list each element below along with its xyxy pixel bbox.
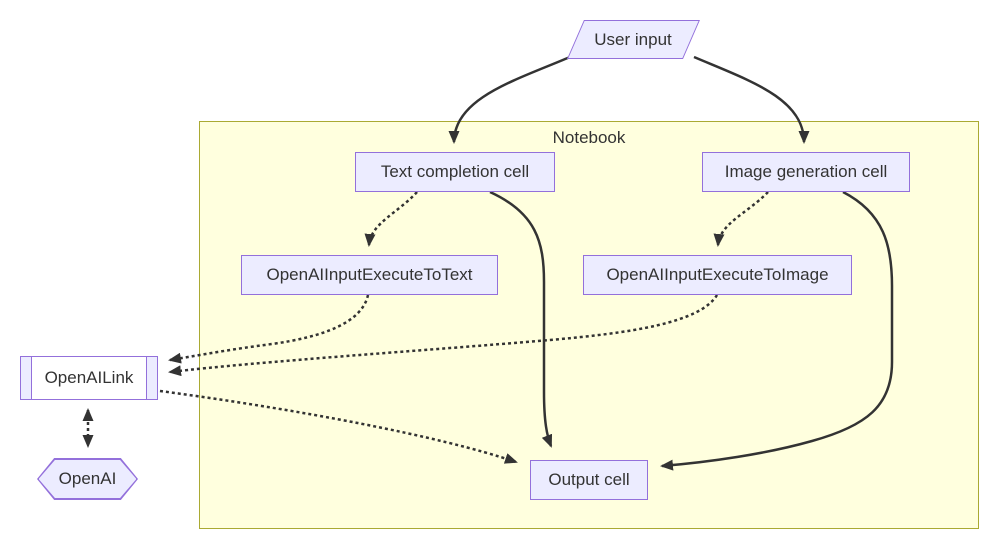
node-openai-link-label: OpenAILink [44,368,134,387]
node-image-generation-cell-label: Image generation cell [724,162,888,181]
notebook-cluster-label: Notebook [552,128,626,147]
node-openai-input-execute-to-image: OpenAIInputExecuteToImage [583,255,852,295]
node-openai-input-execute-to-text-label: OpenAIInputExecuteToText [266,265,473,284]
node-user-input: User input [567,20,700,59]
edge-exectext-openailink [168,294,370,364]
node-image-generation-cell: Image generation cell [702,152,910,192]
node-openai-label: OpenAI [58,469,117,488]
node-output-cell-label: Output cell [548,470,630,489]
node-user-input-label: User input [594,29,673,49]
edge-execimage-openailink [168,294,719,377]
node-openai-link: OpenAILink [20,356,158,400]
node-openai-link-inner [31,357,147,399]
node-text-completion-cell-label: Text completion cell [380,162,530,181]
edge-textcell-exectext [364,191,418,247]
edge-userinput-textcell [448,55,571,144]
edge-imagecell-execimage [713,191,769,247]
node-openai-input-execute-to-image-label: OpenAIInputExecuteToImage [606,265,829,284]
node-output-cell: Output cell [530,460,648,500]
edge-imagecell-outputcell [660,190,894,471]
node-text-completion-cell: Text completion cell [355,152,555,192]
edge-openailink-outputcell [159,389,518,464]
node-openai-input-execute-to-text: OpenAIInputExecuteToText [241,255,498,295]
node-openai: OpenAI [37,458,138,500]
node-openai-fill [38,459,137,499]
edge-textcell-outputcell [489,190,553,448]
edge-userinput-imagecell [693,55,810,144]
